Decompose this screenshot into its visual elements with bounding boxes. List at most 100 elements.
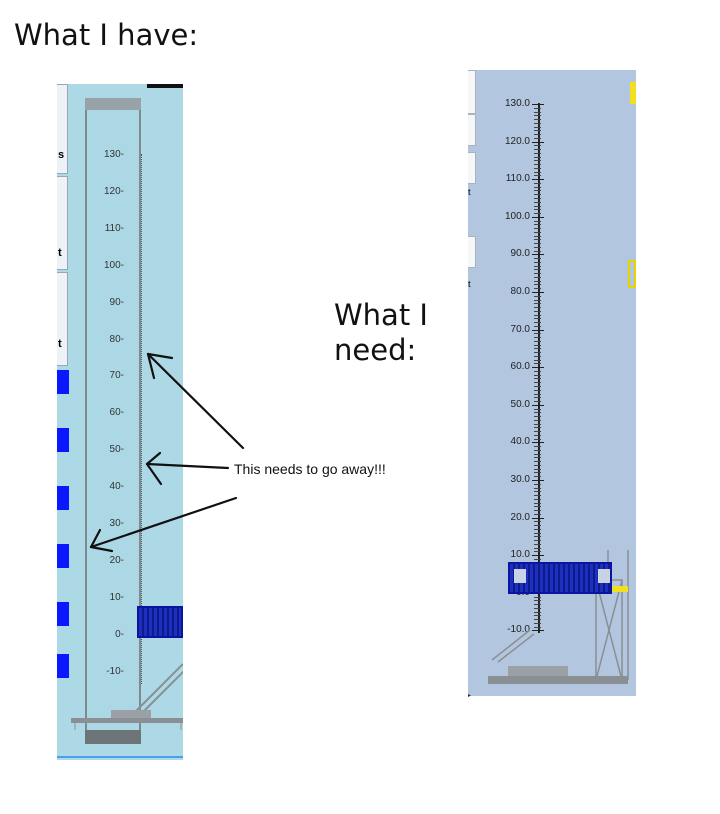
tube-cap <box>85 98 141 110</box>
scale-label: 20.0 <box>510 511 530 523</box>
minor-tick <box>534 220 541 222</box>
minor-tick <box>534 134 541 136</box>
highlight-marker <box>628 260 636 288</box>
minor-tick <box>534 213 541 215</box>
minor-tick <box>534 416 541 418</box>
minor-tick <box>534 333 541 335</box>
arrow-icon <box>89 528 102 549</box>
minor-tick <box>534 615 541 617</box>
major-tick <box>532 254 544 256</box>
scale-label: 130.0 <box>504 98 530 109</box>
minor-tick <box>534 607 541 609</box>
container-icon <box>137 606 183 638</box>
major-tick <box>532 517 544 519</box>
major-tick <box>532 630 544 632</box>
minor-tick <box>534 472 541 474</box>
minor-tick <box>534 299 541 301</box>
minor-tick <box>534 476 541 478</box>
minor-tick <box>534 431 541 433</box>
minor-tick <box>534 438 541 440</box>
scale-label: 120.0 <box>504 135 530 147</box>
blue-indicator[interactable] <box>57 602 69 626</box>
minor-tick <box>534 303 541 305</box>
minor-tick <box>534 352 541 354</box>
minor-tick <box>534 243 541 245</box>
scale-label: 90.0 <box>510 248 530 260</box>
minor-tick <box>534 145 541 147</box>
side-button-4[interactable]: t <box>468 236 476 289</box>
minor-tick <box>534 419 541 421</box>
minor-tick <box>534 389 541 391</box>
side-button-1[interactable] <box>468 70 476 114</box>
scale-label: 130- <box>103 149 124 160</box>
minor-tick <box>534 122 541 124</box>
minor-tick <box>534 149 541 151</box>
heading-what-i-need: What I need: <box>334 298 428 367</box>
minor-tick <box>534 558 541 560</box>
arrow-icon <box>146 352 245 450</box>
major-tick <box>532 480 544 481</box>
minor-tick <box>534 513 541 515</box>
arrow-icon <box>145 451 162 466</box>
resize-grip-icon[interactable]: ▸ <box>468 693 472 699</box>
tube-base <box>85 730 141 744</box>
blue-indicator[interactable] <box>57 370 69 394</box>
blue-indicator[interactable] <box>57 654 69 678</box>
minor-tick <box>534 461 541 463</box>
arrow-icon <box>146 352 174 360</box>
minor-tick <box>534 370 541 372</box>
minor-tick <box>534 250 541 252</box>
minor-tick <box>534 457 541 459</box>
minor-tick <box>534 182 541 184</box>
scale-label: 100- <box>103 259 124 271</box>
scale-label: -10.0 <box>507 624 530 636</box>
minor-tick <box>534 224 541 226</box>
minor-tick <box>534 209 541 211</box>
blue-indicator[interactable] <box>57 486 69 510</box>
minor-tick <box>534 167 541 169</box>
minor-tick <box>534 261 541 263</box>
scale-label: 60.0 <box>510 361 530 373</box>
minor-tick <box>534 397 541 399</box>
side-button-2[interactable]: s <box>57 149 68 270</box>
minor-tick <box>534 483 541 485</box>
minor-tick <box>534 194 541 196</box>
side-button-2[interactable] <box>468 114 476 146</box>
minor-tick <box>534 265 541 267</box>
side-button-letter: t <box>58 247 62 259</box>
minor-tick <box>534 152 541 154</box>
minor-tick <box>534 540 541 542</box>
side-button-letter: t <box>468 279 471 289</box>
minor-tick <box>534 382 541 384</box>
blue-indicator[interactable] <box>57 428 69 452</box>
minor-tick <box>534 536 541 538</box>
minor-tick <box>534 348 541 350</box>
minor-tick <box>534 269 541 271</box>
scale-label: 120- <box>103 185 124 197</box>
minor-tick <box>534 160 541 162</box>
minor-tick <box>534 408 541 410</box>
panel-bottom-line <box>57 756 183 758</box>
side-button-3[interactable]: t <box>57 247 68 366</box>
minor-tick <box>534 393 541 395</box>
blue-indicator[interactable] <box>57 544 69 568</box>
minor-tick <box>534 619 541 621</box>
minor-tick <box>534 325 541 327</box>
minor-tick <box>534 186 541 188</box>
side-button-3[interactable]: t <box>468 152 476 197</box>
arrow-icon <box>145 462 163 486</box>
major-tick <box>532 329 544 331</box>
minor-tick <box>534 449 541 451</box>
side-button-1[interactable] <box>57 84 68 174</box>
scale-label: 0- <box>115 628 124 640</box>
minor-tick <box>534 491 541 493</box>
minor-tick <box>534 626 541 628</box>
minor-tick <box>534 551 541 553</box>
minor-tick <box>534 543 541 545</box>
minor-tick <box>534 386 541 387</box>
container-window <box>514 569 526 583</box>
minor-tick <box>534 423 541 425</box>
minor-tick <box>534 246 541 248</box>
minor-tick <box>534 318 541 320</box>
